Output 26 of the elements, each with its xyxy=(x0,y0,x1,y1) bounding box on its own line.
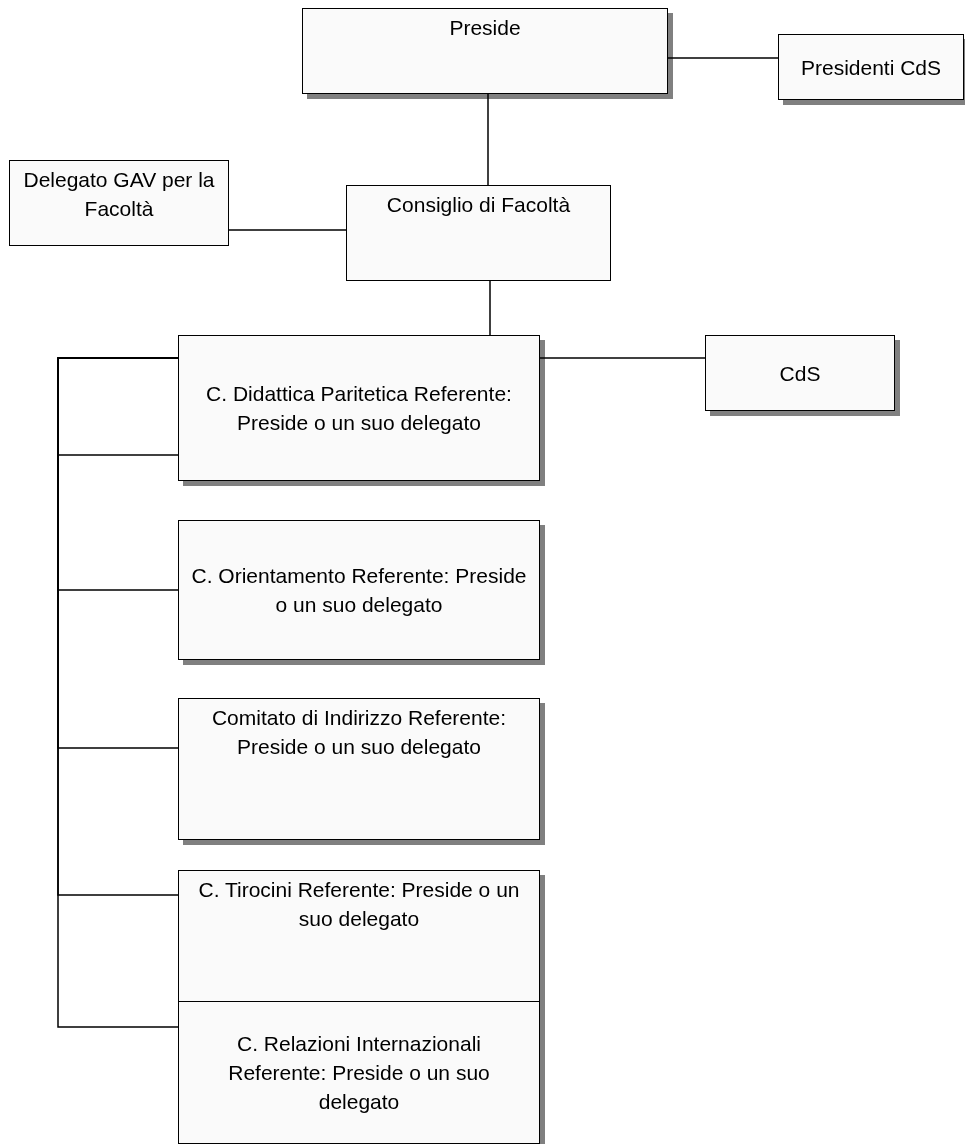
org-box xyxy=(346,185,611,281)
box-label: Comitato di Indirizzo Referente: Preside o un suo delegato xyxy=(210,705,508,760)
box-label: Preside xyxy=(449,15,521,41)
org-box xyxy=(705,335,895,411)
box-label: C. Tirocini Referente: Preside o un suo delegato xyxy=(197,877,521,932)
org-box xyxy=(178,520,540,660)
box-label: Consiglio di Facoltà xyxy=(386,192,571,218)
connector-line xyxy=(539,357,706,359)
box-label: C. Didattica Paritetica Referente: Preside o un suo delegato xyxy=(205,381,513,436)
org-box xyxy=(302,8,668,94)
box-label: Presidenti CdS xyxy=(800,54,942,81)
connector-line xyxy=(57,357,179,1028)
org-box xyxy=(178,1001,540,1144)
box-label: C. Orientamento Referente: Preside o un suo delegato xyxy=(190,563,528,618)
org-box xyxy=(778,34,964,100)
box-label: CdS xyxy=(779,360,821,387)
box-label: Delegato GAV per la Facoltà xyxy=(22,167,216,222)
connector-line xyxy=(489,280,491,336)
org-box xyxy=(178,698,540,840)
org-box xyxy=(9,160,229,246)
org-box xyxy=(178,870,540,1002)
connector-line xyxy=(487,93,489,186)
connector-line xyxy=(228,229,347,231)
box-label: C. Relazioni Internazionali Referente: Preside o un suo delegato xyxy=(227,1031,491,1115)
org-box xyxy=(178,335,540,481)
connector-line xyxy=(667,57,779,59)
